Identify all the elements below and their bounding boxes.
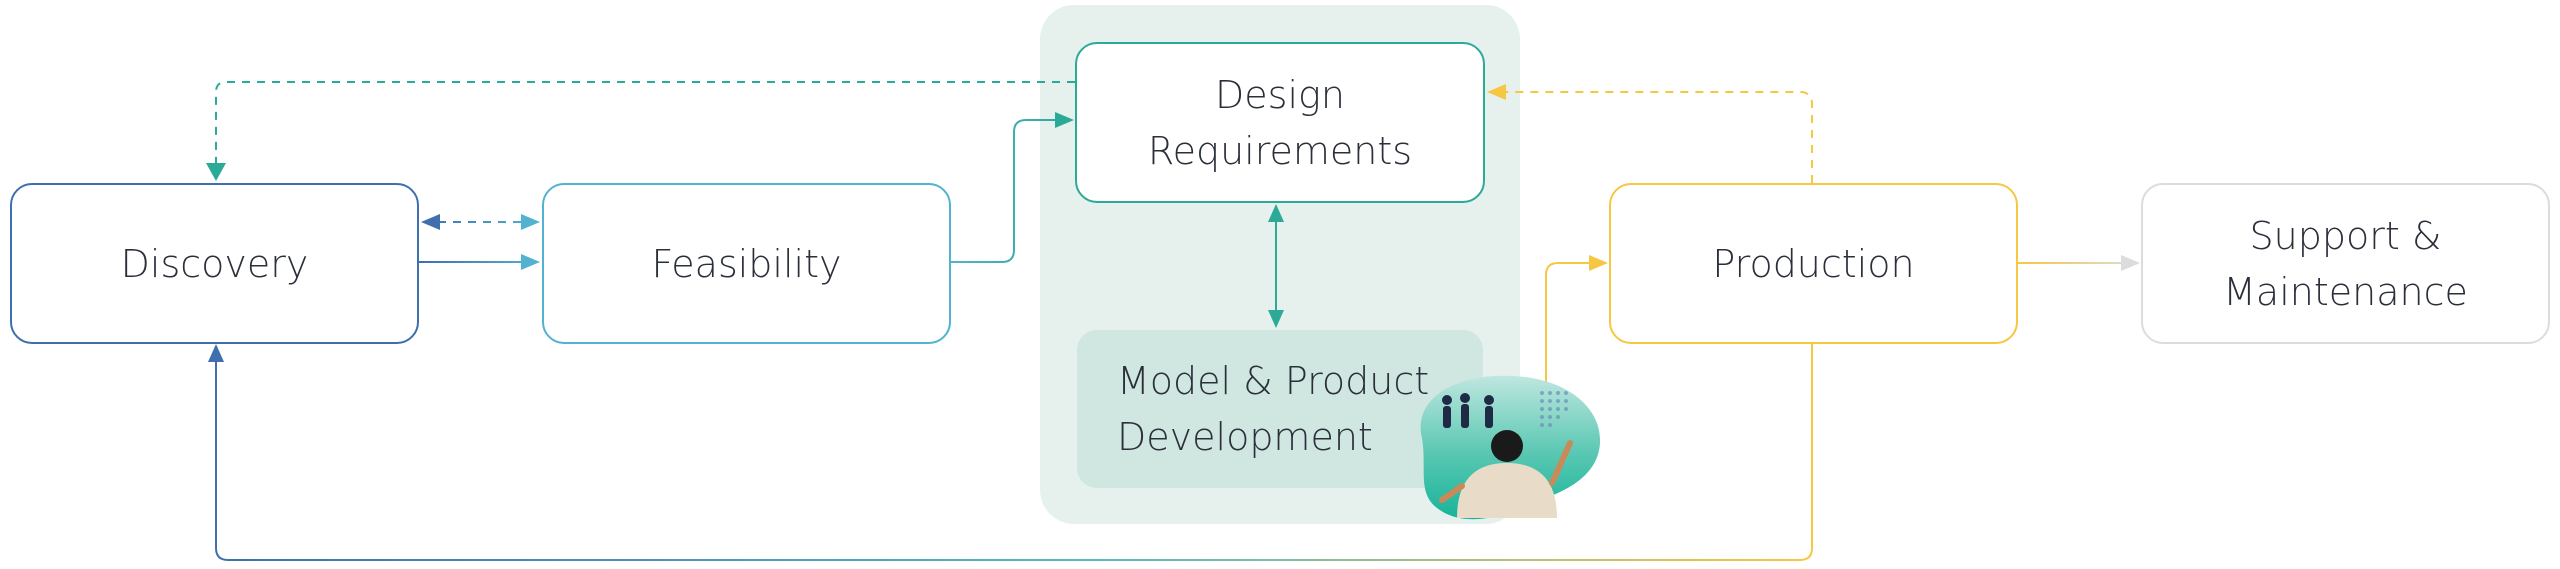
node-support-maintenance-label: Support & Maintenance [2223, 213, 2468, 314]
node-feasibility-label: Feasibility [651, 241, 842, 286]
edge-production-to-design [1504, 91, 1813, 183]
arrowhead-feasibility-solid [521, 254, 540, 270]
arrowhead-support-left [2121, 255, 2140, 271]
arrowhead-discovery-top [206, 163, 226, 181]
edge-feasibility-to-design [951, 119, 1056, 263]
edge-model-to-production [1545, 262, 1590, 400]
arrowhead-discovery-bottom [208, 344, 224, 362]
arrowhead-design-right [1487, 84, 1506, 100]
node-discovery-label: Discovery [120, 241, 309, 286]
arrowhead-discovery-left [421, 214, 440, 230]
node-production-label: Production [1712, 241, 1915, 286]
arrowhead-design-left [1055, 112, 1074, 128]
arrowhead-feasibility-dashed [521, 214, 540, 230]
arrowhead-production-left [1589, 255, 1608, 271]
node-design-requirements-label: Design Requirements [1147, 72, 1413, 173]
node-discovery: Discovery [10, 183, 419, 344]
node-feasibility: Feasibility [542, 183, 951, 344]
node-support-maintenance: Support & Maintenance [2141, 183, 2550, 344]
arrowhead-model-top [1268, 310, 1284, 328]
small-people-figures [1442, 393, 1494, 428]
arrowhead-design-bottom [1268, 204, 1284, 222]
presenter-figure [1439, 430, 1573, 518]
node-model-development: Model & Product Development [1077, 330, 1483, 488]
node-production: Production [1609, 183, 2018, 344]
node-model-development-label: Model & Product Development [1117, 359, 1430, 459]
edge-design-to-discovery [215, 81, 1075, 168]
edge-production-to-discovery [215, 344, 1813, 561]
data-dots-graphic [1540, 391, 1568, 427]
people-collaboration-icon [1420, 375, 1601, 520]
node-design-requirements: Design Requirements [1075, 42, 1485, 203]
